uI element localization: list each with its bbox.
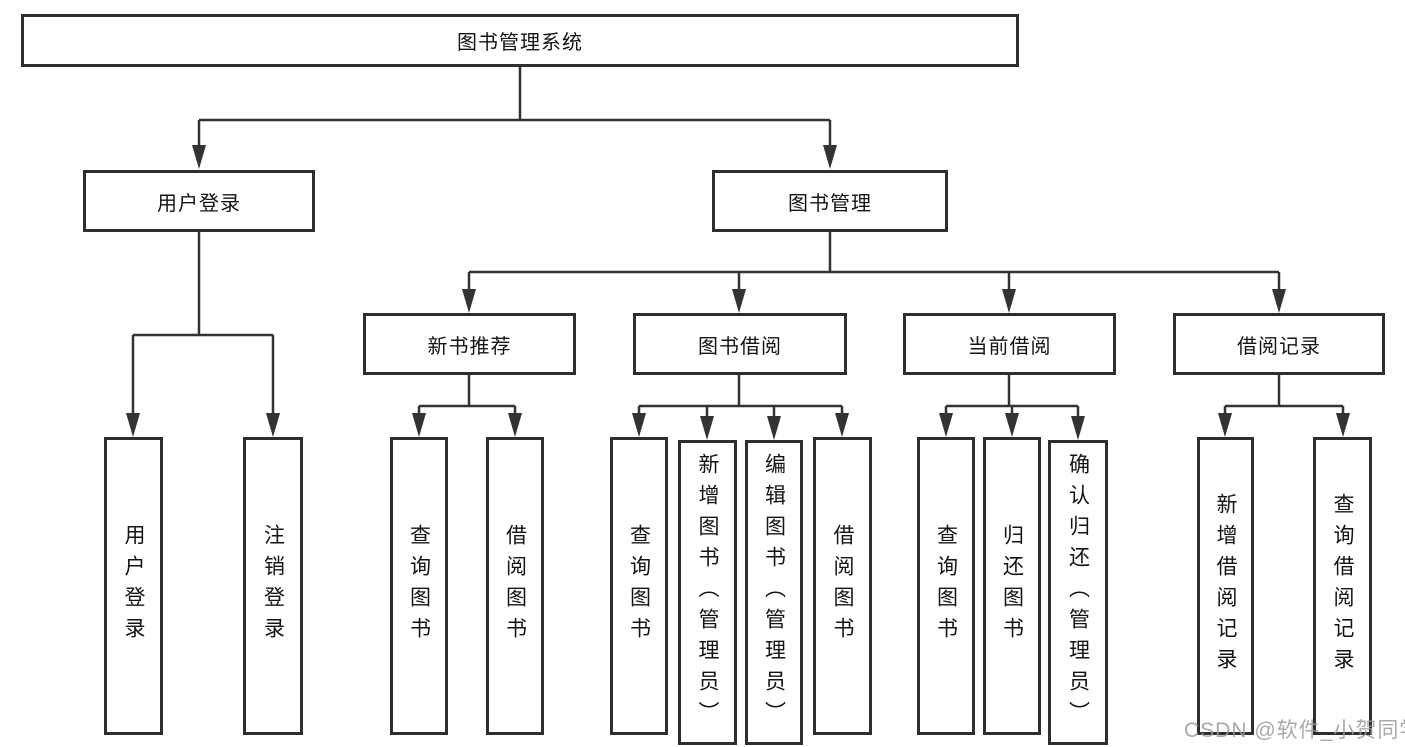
arrow-icon: [462, 289, 476, 313]
arrow-icon: [192, 145, 206, 169]
leaf-record-query-label: 查询借阅记录: [1331, 493, 1354, 679]
arrow-icon: [1002, 289, 1016, 313]
arrow-icon: [1071, 416, 1085, 440]
leaf-borrow-add-book-label: 新增图书（管理员）: [696, 453, 719, 732]
leaf-borrow-query-book: 查询图书: [610, 437, 668, 735]
arrow-icon: [1336, 413, 1350, 437]
connector-current-leaves: [944, 375, 1080, 418]
leaf-logout: 注销登录: [243, 437, 303, 735]
arrow-icon: [266, 413, 280, 437]
leaf-rec-query-book-label: 查询图书: [407, 524, 431, 648]
connector-borrow-leaves: [637, 375, 844, 418]
leaf-borrow-borrow-book-label: 借阅图书: [831, 524, 854, 648]
node-borrow-record-label: 借阅记录: [1237, 335, 1321, 358]
leaf-borrow-add-book: 新增图书（管理员）: [678, 440, 737, 745]
leaf-current-return-book-label: 归还图书: [1000, 524, 1024, 648]
node-root-label: 图书管理系统: [457, 32, 583, 54]
connector-userlogin-leaves: [131, 232, 275, 415]
arrow-icon: [767, 416, 781, 440]
node-current-borrow-label: 当前借阅: [967, 335, 1052, 358]
arrow-icon: [632, 413, 646, 437]
arrow-icon: [1218, 413, 1232, 437]
node-user-login-group: 用户登录: [83, 170, 315, 232]
node-book-mgmt-group: 图书管理: [712, 170, 948, 232]
node-book-borrow-label: 图书借阅: [698, 335, 782, 358]
leaf-rec-query-book: 查询图书: [390, 437, 448, 735]
leaf-user-login: 用户登录: [104, 437, 163, 735]
arrow-icon: [732, 289, 746, 313]
leaf-logout-label: 注销登录: [261, 524, 285, 648]
node-new-book-rec: 新书推荐: [363, 313, 576, 375]
connector-rec-leaves: [417, 375, 517, 415]
leaf-current-query-book: 查询图书: [917, 437, 975, 735]
leaf-rec-borrow-book-label: 借阅图书: [503, 524, 527, 648]
arrow-icon: [835, 413, 849, 437]
arrow-icon: [412, 413, 426, 437]
arrow-icon: [1272, 289, 1286, 313]
arrow-icon: [823, 145, 837, 169]
node-user-login-group-label: 用户登录: [157, 192, 241, 215]
leaf-borrow-edit-book: 编辑图书（管理员）: [745, 440, 803, 745]
arrow-icon: [508, 413, 522, 437]
node-new-book-rec-label: 新书推荐: [427, 335, 512, 358]
arrow-icon: [939, 413, 953, 437]
leaf-current-return-book: 归还图书: [983, 437, 1041, 735]
connector-root-level1: [197, 67, 832, 147]
node-current-borrow: 当前借阅: [903, 313, 1116, 375]
leaf-user-login-label: 用户登录: [122, 524, 145, 648]
arrow-icon: [700, 416, 714, 440]
leaf-current-confirm-return-label: 确认归还（管理员）: [1066, 453, 1090, 732]
leaf-record-add-label: 新增借阅记录: [1214, 493, 1237, 679]
leaf-current-confirm-return: 确认归还（管理员）: [1048, 440, 1108, 745]
connector-bookmgmt-level2: [467, 232, 1281, 291]
arrow-icon: [1005, 413, 1019, 437]
leaf-borrow-borrow-book: 借阅图书: [813, 437, 872, 735]
csdn-watermark: CSDN @软件_小贺同学: [1184, 719, 1405, 742]
node-root: 图书管理系统: [21, 14, 1019, 67]
leaf-current-query-book-label: 查询图书: [934, 524, 958, 648]
leaf-borrow-query-book-label: 查询图书: [627, 524, 651, 648]
leaf-borrow-edit-book-label: 编辑图书（管理员）: [762, 453, 786, 732]
node-book-mgmt-group-label: 图书管理: [788, 192, 872, 215]
connector-record-leaves: [1223, 375, 1345, 415]
arrow-icon: [126, 413, 140, 437]
node-borrow-record: 借阅记录: [1173, 313, 1385, 375]
leaf-rec-borrow-book: 借阅图书: [486, 437, 544, 735]
node-book-borrow: 图书借阅: [633, 313, 847, 375]
leaf-record-add: 新增借阅记录: [1197, 437, 1254, 735]
arrowheads: [126, 145, 1350, 440]
leaf-record-query: 查询借阅记录: [1313, 437, 1372, 735]
